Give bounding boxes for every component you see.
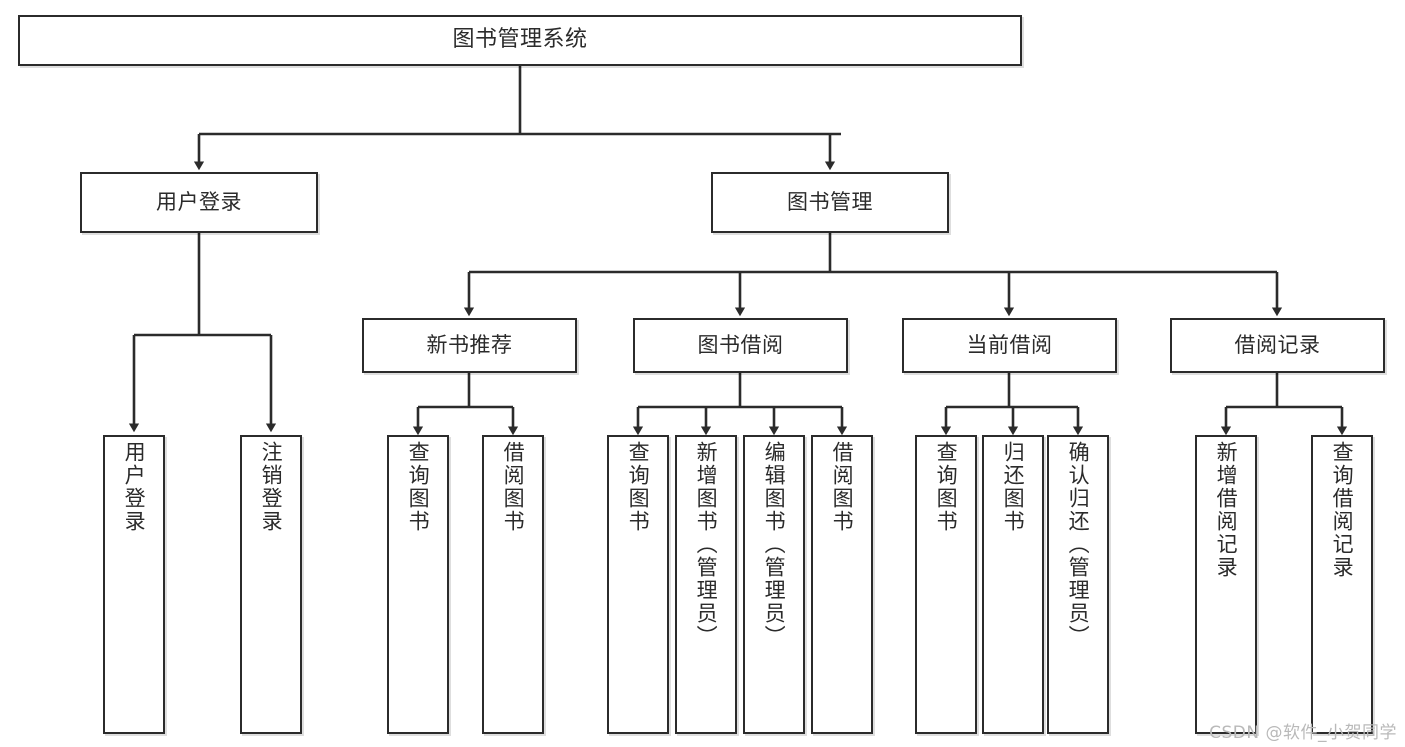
leaf-borrow-borrow-book[interactable]: 借阅图书 bbox=[811, 435, 873, 734]
node-book-management[interactable]: 图书管理 bbox=[711, 172, 949, 233]
leaf-user-login-login[interactable]: 用户登录 bbox=[103, 435, 165, 734]
node-label: 编辑图书（管理员） bbox=[762, 441, 787, 648]
node-label: 新增图书（管理员） bbox=[694, 441, 719, 648]
node-borrow-record[interactable]: 借阅记录 bbox=[1170, 318, 1385, 373]
leaf-record-add-record[interactable]: 新增借阅记录 bbox=[1195, 435, 1257, 734]
leaf-current-return-book[interactable]: 归还图书 bbox=[982, 435, 1044, 734]
node-label: 确认归还（管理员） bbox=[1066, 441, 1091, 648]
node-label: 查询图书 bbox=[626, 441, 651, 533]
node-label: 新增借阅记录 bbox=[1214, 441, 1239, 579]
leaf-new-book-borrow-book[interactable]: 借阅图书 bbox=[482, 435, 544, 734]
node-label: 图书管理系统 bbox=[452, 27, 588, 53]
node-label: 查询图书 bbox=[934, 441, 959, 533]
leaf-user-login-logout[interactable]: 注销登录 bbox=[240, 435, 302, 734]
node-label: 查询图书 bbox=[406, 441, 431, 533]
node-label: 归还图书 bbox=[1001, 441, 1026, 533]
node-label: 当前借阅 bbox=[966, 332, 1053, 357]
node-label: 注销登录 bbox=[259, 441, 284, 533]
leaf-current-query-book[interactable]: 查询图书 bbox=[915, 435, 977, 734]
leaf-record-query-record[interactable]: 查询借阅记录 bbox=[1311, 435, 1373, 734]
node-label: 借阅图书 bbox=[830, 441, 855, 533]
node-label: 用户登录 bbox=[122, 441, 147, 533]
csdn-watermark: CSDN @软件_小贺同学 bbox=[1209, 723, 1397, 743]
node-root-book-management-system[interactable]: 图书管理系统 bbox=[18, 15, 1022, 66]
node-label: 用户登录 bbox=[156, 189, 242, 214]
node-label: 查询借阅记录 bbox=[1330, 441, 1355, 579]
leaf-current-confirm-return-admin[interactable]: 确认归还（管理员） bbox=[1047, 435, 1109, 734]
node-label: 借阅记录 bbox=[1234, 332, 1321, 357]
node-label: 图书管理 bbox=[787, 189, 873, 214]
node-label: 图书借阅 bbox=[697, 332, 784, 357]
node-new-book-recommend[interactable]: 新书推荐 bbox=[362, 318, 577, 373]
node-user-login[interactable]: 用户登录 bbox=[80, 172, 318, 233]
node-current-borrow[interactable]: 当前借阅 bbox=[902, 318, 1117, 373]
leaf-borrow-edit-book-admin[interactable]: 编辑图书（管理员） bbox=[743, 435, 805, 734]
node-label: 新书推荐 bbox=[426, 332, 513, 357]
node-label: 借阅图书 bbox=[501, 441, 526, 533]
node-book-borrow[interactable]: 图书借阅 bbox=[633, 318, 848, 373]
leaf-borrow-query-book[interactable]: 查询图书 bbox=[607, 435, 669, 734]
leaf-borrow-add-book-admin[interactable]: 新增图书（管理员） bbox=[675, 435, 737, 734]
leaf-new-book-query-book[interactable]: 查询图书 bbox=[387, 435, 449, 734]
